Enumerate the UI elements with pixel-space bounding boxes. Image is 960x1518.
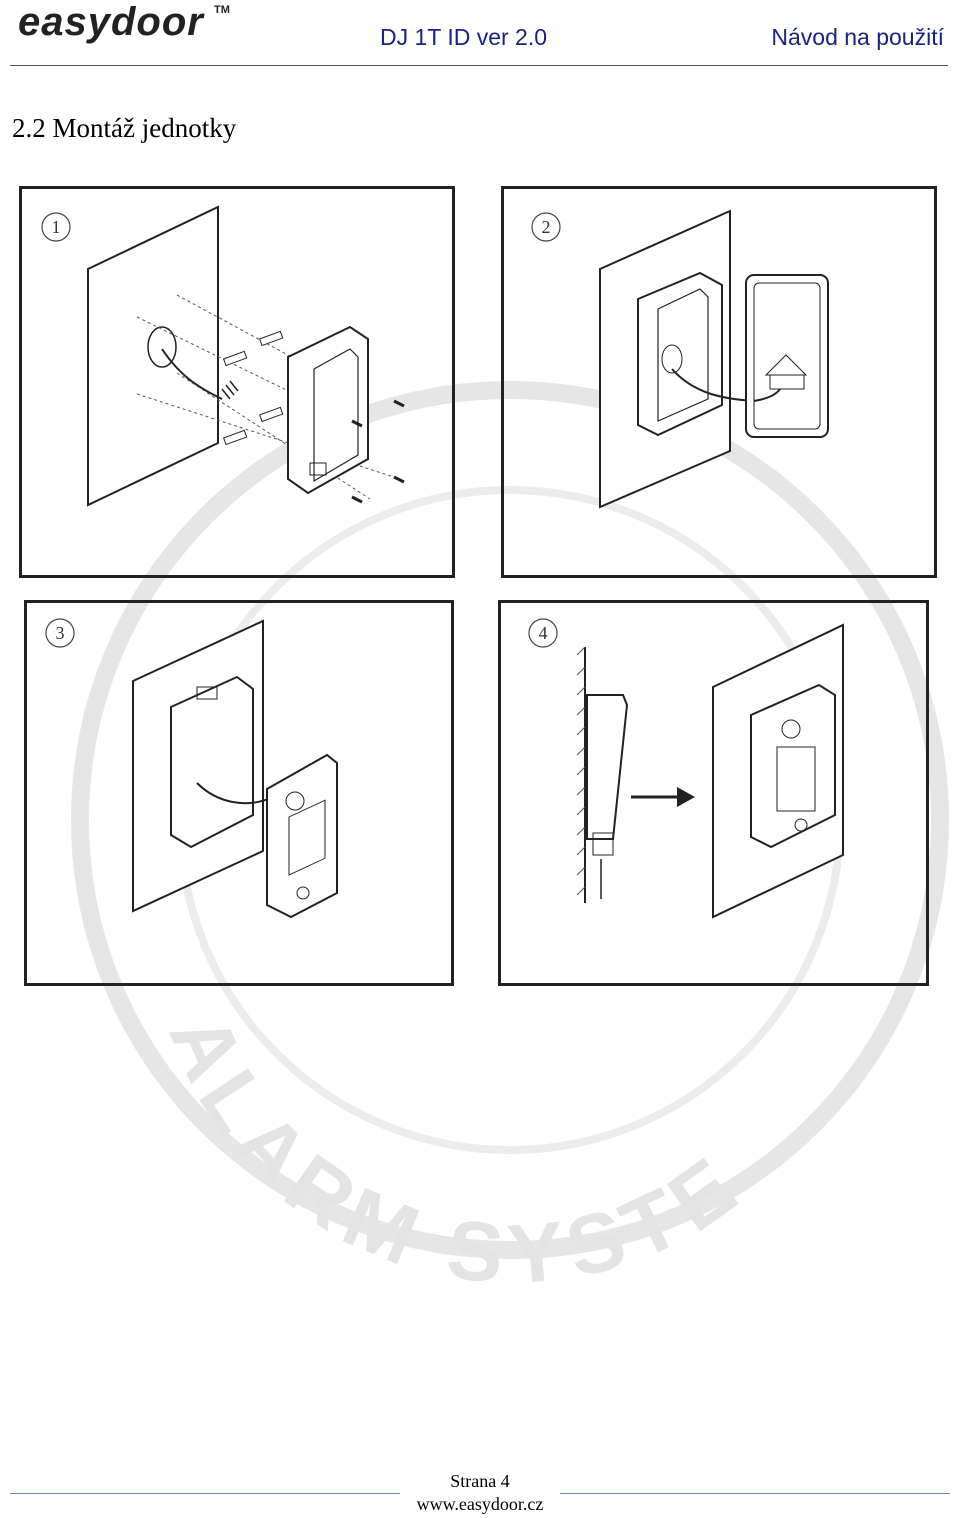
brand-logo: easydoor TM (18, 0, 248, 50)
step-2-number: 2 (542, 217, 551, 237)
section-title: 2.2 Montáž jednotky (12, 113, 237, 143)
step-4-number: 4 (539, 623, 548, 643)
step-1-number: 1 (52, 217, 61, 237)
header-doc-title: Návod na použití (771, 24, 944, 50)
step-3-number: 3 (56, 623, 65, 643)
logo-trademark: TM (214, 4, 230, 16)
header-divider (10, 65, 948, 66)
step-panel-4: 4 (498, 600, 929, 986)
header-model: DJ 1T ID ver 2.0 (380, 24, 548, 50)
step-2-illustration: 2 (531, 209, 829, 509)
step-panel-1: 1 (19, 186, 455, 578)
footer-divider-left (10, 1493, 400, 1494)
footer-page-number: Strana 4 (450, 1471, 510, 1491)
step-3-illustration: 3 (45, 618, 338, 919)
watermark-text: ALARM SYSTE (152, 1001, 750, 1302)
step-1-illustration: 1 (41, 205, 405, 507)
footer-divider-right (560, 1493, 950, 1494)
step-4-illustration: 4 (528, 618, 844, 919)
logo-text: easydoor (18, 0, 204, 44)
step-panel-2: 2 (501, 186, 937, 578)
footer-website-link[interactable]: www.easydoor.cz (416, 1494, 544, 1514)
svg-text:ALARM SYSTE: ALARM SYSTE (152, 1001, 760, 1302)
step-panel-3: 3 (24, 600, 454, 986)
